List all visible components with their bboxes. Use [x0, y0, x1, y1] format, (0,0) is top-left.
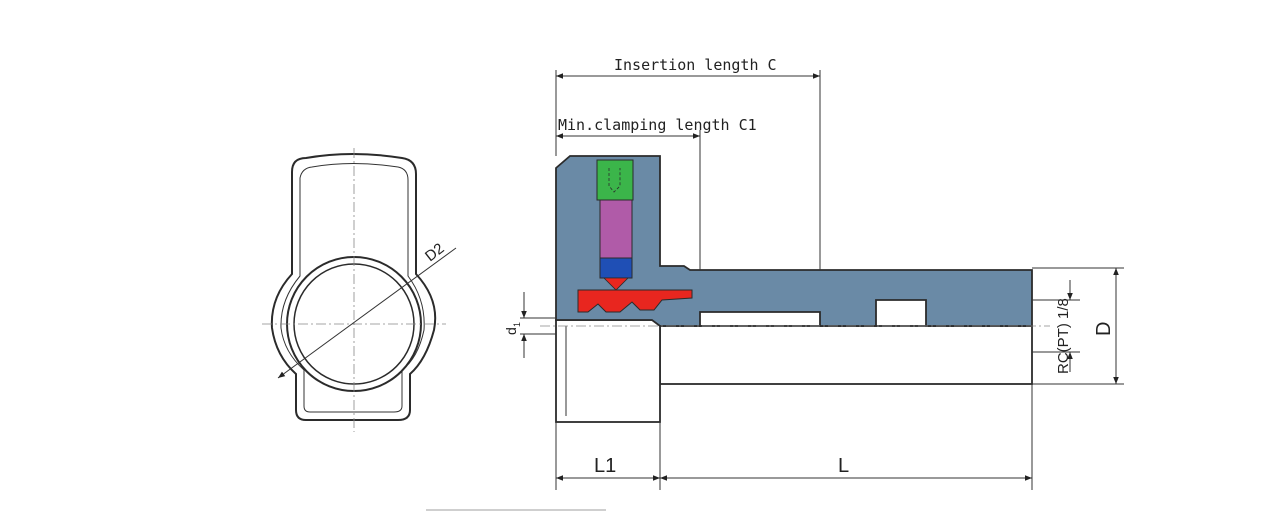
l1-label: L1: [594, 455, 616, 477]
d1-label: d: [503, 327, 519, 335]
thread-label: RC(PT) 1/8: [1055, 298, 1072, 374]
outer-diameter-label: D: [1093, 322, 1115, 336]
dimensions: Insertion length C Min.clamping length C…: [503, 56, 1124, 490]
screw-point: [603, 277, 629, 291]
end-view-inner-outline: [280, 163, 425, 413]
screw-shank: [599, 199, 633, 259]
d2-dimension-line: [277, 247, 457, 379]
end-view: D2: [262, 148, 457, 432]
screw-tip: [599, 257, 633, 279]
hex-socket-recess: [608, 168, 621, 193]
min-clamping-length-label: Min.clamping length C1: [558, 116, 757, 134]
collar-lower: [555, 319, 661, 423]
l-label: L: [838, 455, 849, 477]
d2-label: D2: [422, 240, 448, 265]
shank-lower: [659, 325, 1033, 385]
hex-socket-screw-icon: [596, 159, 634, 201]
side-view: [540, 155, 1050, 423]
clamp-insert: [577, 289, 693, 313]
insertion-length-label: Insertion length C: [614, 56, 777, 74]
d1-subscript: 1: [512, 322, 522, 327]
end-view-outer-outline: [270, 153, 437, 421]
